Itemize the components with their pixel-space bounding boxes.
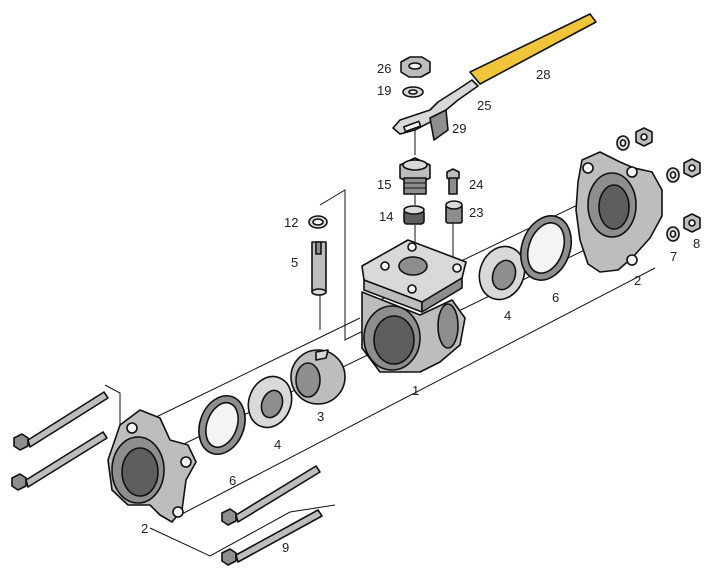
label-24: 24 bbox=[469, 177, 483, 192]
bolt-top-left bbox=[13, 391, 109, 451]
label-2-left: 2 bbox=[141, 521, 148, 536]
label-5: 5 bbox=[291, 255, 298, 270]
washers-and-nuts-right bbox=[616, 127, 701, 242]
label-29: 29 bbox=[452, 121, 466, 136]
label-2-right: 2 bbox=[634, 273, 641, 288]
handle-nut bbox=[400, 56, 431, 78]
valve-body bbox=[361, 239, 467, 373]
seat-right bbox=[478, 245, 526, 301]
label-6-right: 6 bbox=[552, 290, 559, 305]
label-1: 1 bbox=[412, 383, 419, 398]
gland-nut bbox=[399, 157, 431, 195]
end-connector-right bbox=[575, 151, 663, 273]
label-3: 3 bbox=[317, 409, 324, 424]
packing bbox=[403, 205, 425, 225]
handle-lever bbox=[392, 13, 597, 141]
bolt-bottom-left bbox=[11, 431, 108, 491]
label-6-left: 6 bbox=[229, 473, 236, 488]
bushing bbox=[445, 200, 463, 224]
bolt-bottom-mid bbox=[221, 465, 321, 526]
stop-screw bbox=[446, 168, 460, 195]
handle-washer bbox=[402, 86, 424, 98]
label-15: 15 bbox=[377, 177, 391, 192]
label-28: 28 bbox=[536, 67, 550, 82]
o-ring-right bbox=[519, 215, 573, 281]
bolt-bottom-low bbox=[221, 509, 323, 566]
label-7: 7 bbox=[670, 249, 677, 264]
part-labels: 26 19 28 25 29 15 24 14 23 12 5 2 7 8 6 … bbox=[141, 61, 700, 555]
label-26: 26 bbox=[377, 61, 391, 76]
end-connector-left bbox=[107, 409, 197, 523]
handle-grip bbox=[469, 13, 597, 85]
ball bbox=[290, 349, 346, 405]
seat-left bbox=[247, 375, 293, 429]
label-12: 12 bbox=[284, 215, 298, 230]
o-ring-left bbox=[198, 395, 246, 455]
label-9: 9 bbox=[282, 540, 289, 555]
label-4-left: 4 bbox=[274, 437, 281, 452]
label-14: 14 bbox=[379, 209, 393, 224]
label-8: 8 bbox=[693, 236, 700, 251]
stem bbox=[308, 215, 328, 296]
label-23: 23 bbox=[469, 205, 483, 220]
label-19: 19 bbox=[377, 83, 391, 98]
label-25: 25 bbox=[477, 98, 491, 113]
label-4-right: 4 bbox=[504, 308, 511, 323]
